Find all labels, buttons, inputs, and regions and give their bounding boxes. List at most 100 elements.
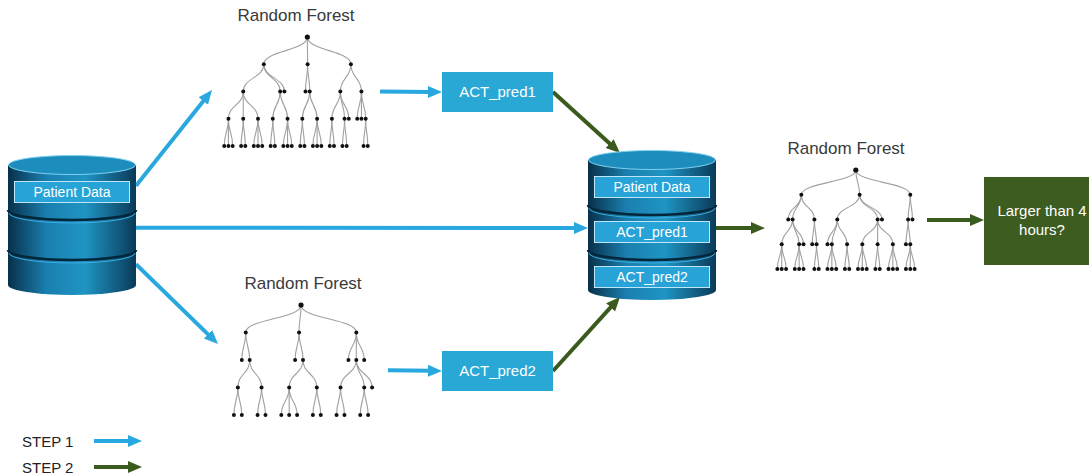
tree-dot [308,90,312,94]
tree-dot [830,242,834,246]
tree-dot [271,117,275,121]
tree-dot [847,267,851,271]
tree-dot [256,117,260,121]
data-band: ACT_pred2 [594,266,710,288]
tree-branch [827,220,837,245]
data-band: ACT_pred1 [594,221,710,243]
tree-dot [300,117,304,121]
tree-branch [307,37,351,64]
tree-dot [287,386,291,390]
cylinder-seam [588,205,716,215]
tree-dot [853,167,858,172]
tree-dot [812,218,816,222]
tree-dot [815,242,819,246]
heading-wrap: Random Forest [765,139,927,159]
flow-arrow [716,226,754,230]
tree-dot [240,358,244,362]
tree-dot [834,267,838,271]
tree-dot [858,193,862,197]
flow-arrow [553,92,612,146]
tree-dot [335,413,339,417]
tree-dot [330,117,334,121]
tree-dot [311,144,315,148]
flow-arrow [388,368,431,373]
model-heading: Random Forest [787,139,904,158]
tree-branch [340,64,351,91]
tree-branch [243,119,245,146]
tree-dot [797,242,801,246]
tree-branch [273,92,280,119]
tree-dot [347,117,351,121]
tree-illustration [765,165,927,274]
tree-branch [238,388,242,416]
tree-branch [299,305,301,333]
tree-dot [799,193,803,197]
tree-dot [835,218,839,222]
tree-branch [878,244,880,269]
tree-branch [228,119,232,146]
tree-dot [256,413,260,417]
tree-branch [299,333,303,361]
tree-branch [906,244,910,269]
cylinder-seam [9,253,135,263]
heading-wrap: Random Forest [218,274,388,294]
tree-branch [262,388,266,416]
tree-dot [273,144,277,148]
tree-dot [328,144,332,148]
tree-branch [814,220,816,245]
tree-dot [802,267,806,271]
model-heading: Random Forest [237,6,354,25]
tree-dot [354,331,358,335]
tree-dot [358,413,362,417]
tree-dot [239,144,243,148]
prediction-box: ACT_pred1 [442,72,553,112]
tree-branch [317,388,321,416]
cylinder-shape [8,155,136,295]
tree-dot [340,144,344,148]
tree-branch [332,119,334,146]
tree-branch [860,195,882,220]
random-forest: Random Forest [218,274,388,420]
tree-dot [908,267,912,271]
tree-dot [802,242,806,246]
tree-dot [878,267,882,271]
tree-dot [856,267,860,271]
tree-branch [258,119,262,146]
tree-dot [241,117,245,121]
tree-branch [281,388,289,416]
tree-dot [355,117,359,121]
tree-dot [349,62,353,66]
tree-branch [289,388,297,416]
cylinder-body [8,165,136,295]
tree-branch [264,64,285,91]
tree-branch [799,244,803,269]
tree-branch [837,195,859,220]
tree-dot [286,144,290,148]
tree-dot [315,117,319,121]
tree-branch [832,244,836,269]
tree-branch [817,244,819,269]
tree-dot [252,144,256,148]
tree-branch [337,388,341,416]
tree-dot [244,331,248,335]
tree-branch [242,333,246,361]
tree-dot [845,242,849,246]
tree-branch [258,388,262,416]
tree-branch [782,220,793,245]
tree-dot [876,242,880,246]
tree-dot [290,144,294,148]
tree-branch [782,244,786,269]
cylinder-top [9,156,136,175]
tree-branch [356,360,372,388]
prediction-box: ACT_pred2 [442,351,553,391]
tree-branch [289,360,303,388]
tree-dot [311,413,315,417]
tree-illustration [212,32,380,151]
tree-dot [226,144,230,148]
tree-branch [332,92,340,119]
tree-dot [222,144,226,148]
legend-row: STEP 2 [22,454,144,476]
tree-dot [362,144,366,148]
tree-dot [364,117,368,121]
tree-dot [908,242,912,246]
